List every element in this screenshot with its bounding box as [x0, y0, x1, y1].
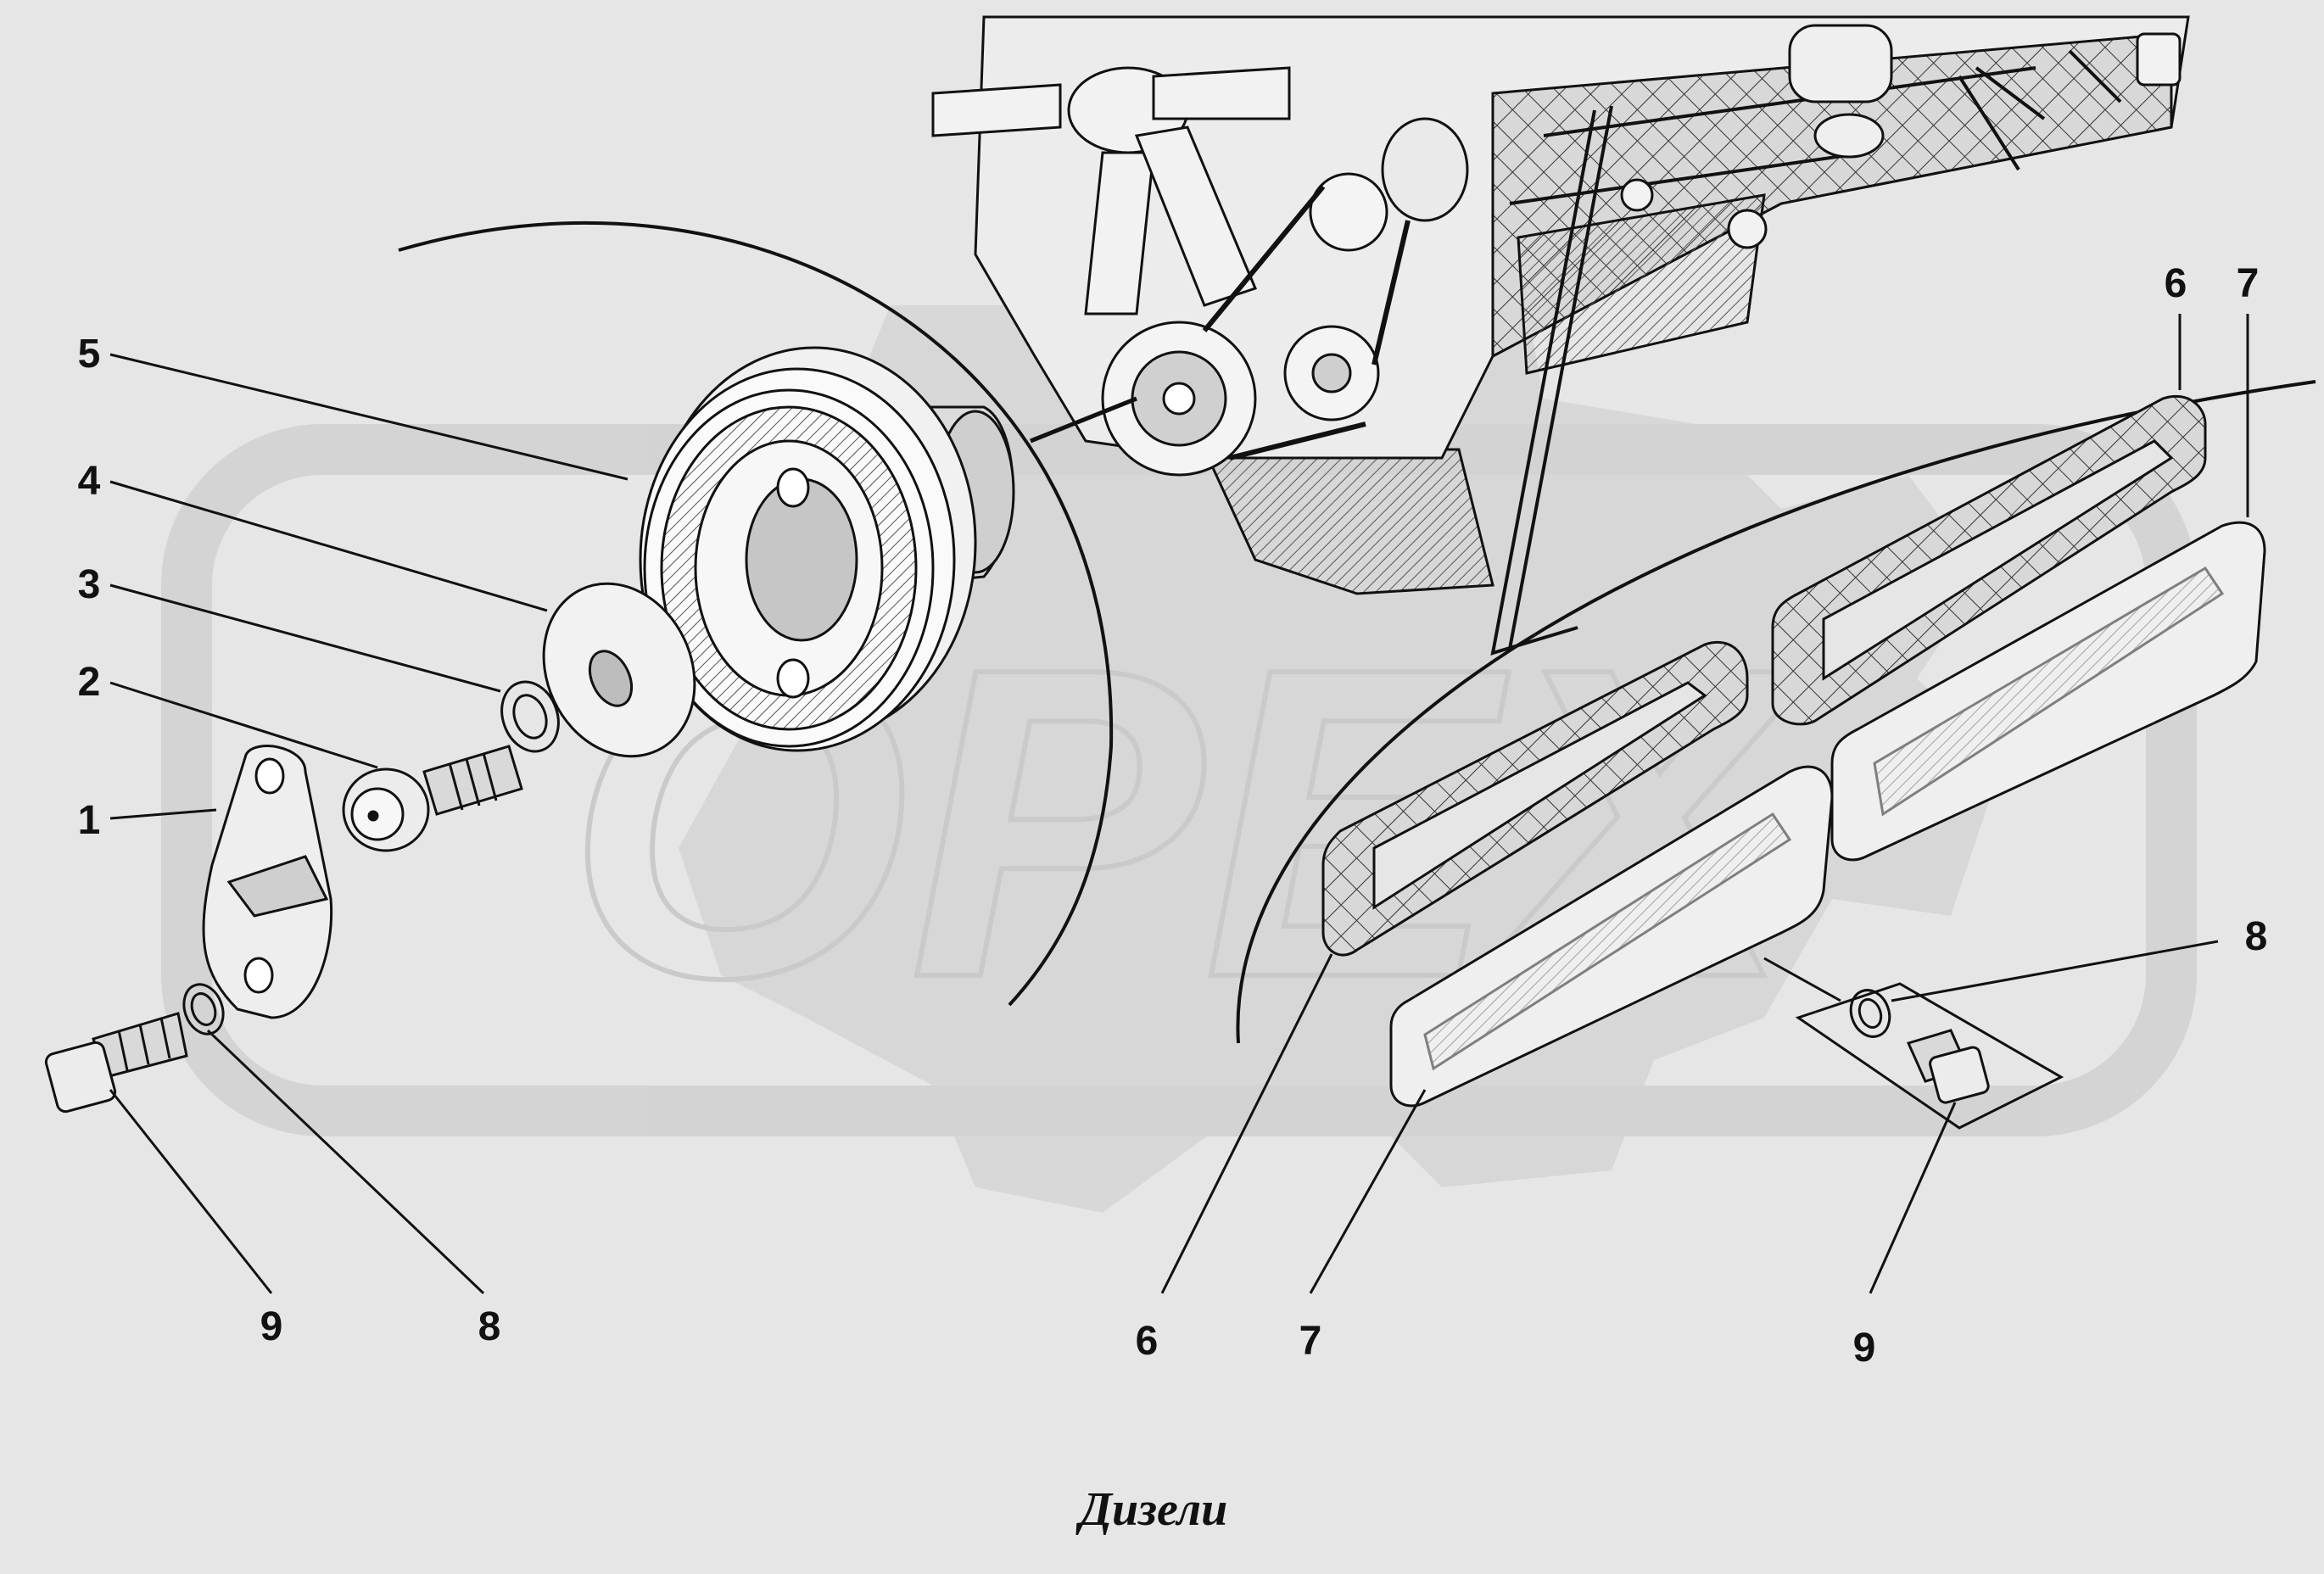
pan-bolt-left	[44, 1012, 188, 1114]
locking-plate	[202, 745, 333, 1019]
callout-7-left: 7	[1299, 1319, 1322, 1364]
side-covers	[1389, 521, 2266, 1108]
pan-washer-right	[1849, 989, 1891, 1038]
oil-pan-gaskets	[1321, 394, 2207, 957]
callout-3: 3	[77, 562, 101, 607]
callout-7-right: 7	[2236, 261, 2260, 306]
engine-illustration	[931, 15, 2190, 595]
callout-9-right: 9	[1852, 1326, 1876, 1370]
callout-5: 5	[77, 332, 101, 377]
callout-4: 4	[77, 459, 101, 504]
leader-6a	[1160, 953, 1333, 1294]
leader-5	[109, 353, 628, 481]
diagram-caption: Дизели	[1079, 1483, 1228, 1536]
callout-6-right: 6	[2164, 261, 2187, 306]
leader-lines	[109, 314, 2249, 1295]
leader-8b	[1891, 940, 2219, 1002]
leader-4	[109, 480, 548, 612]
callout-6-left: 6	[1135, 1319, 1159, 1364]
callout-9-left: 9	[260, 1304, 283, 1349]
pulley-bolt	[342, 745, 523, 852]
leader-3	[109, 583, 501, 693]
callout-8-left: 8	[478, 1304, 501, 1349]
callout-2: 2	[77, 660, 101, 705]
leader-1	[109, 808, 217, 820]
callout-8-right: 8	[2244, 914, 2268, 959]
pan-bolt-right	[1906, 1029, 1990, 1104]
leader-9b	[1869, 1102, 1957, 1294]
leader-2	[109, 681, 378, 769]
thrust-washer	[542, 582, 696, 758]
callout-1: 1	[77, 798, 101, 843]
leader-8a	[206, 1029, 485, 1295]
leader-7a	[1309, 1089, 1427, 1294]
crankshaft-pulley	[639, 346, 1015, 752]
lock-washer	[500, 680, 560, 753]
section-outlines	[398, 105, 2316, 1130]
leader-9a	[109, 1089, 273, 1294]
